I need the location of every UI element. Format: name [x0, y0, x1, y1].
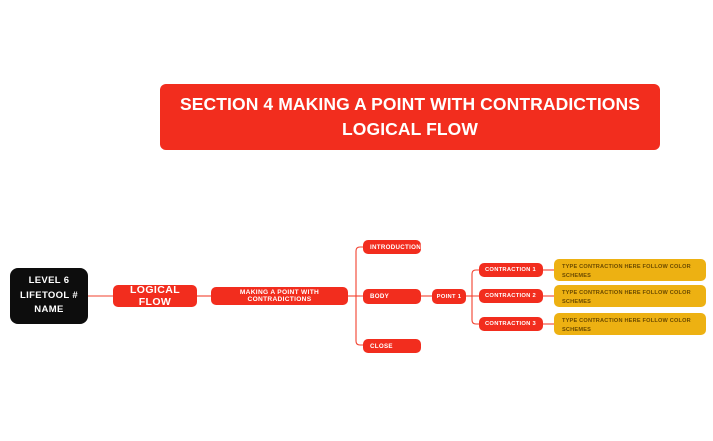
connector-bracket-contractions	[471, 269, 479, 325]
node-contraction-2[interactable]: CONTRACTION 2	[479, 289, 543, 303]
node-contraction-3-detail[interactable]: TYPE CONTRACTION HERE FOLLOW COLOR SCHEM…	[554, 313, 706, 335]
node-making-a-point-with-contradictions[interactable]: MAKING A POINT WITH CONTRADICTIONS	[211, 287, 348, 305]
node-contraction-1-detail[interactable]: TYPE CONTRACTION HERE FOLLOW COLOR SCHEM…	[554, 259, 706, 281]
node-contraction-1[interactable]: CONTRACTION 1	[479, 263, 543, 277]
node-introduction[interactable]: INTRODUCTION	[363, 240, 421, 254]
node-logical-flow[interactable]: LOGICAL FLOW	[113, 284, 197, 308]
node-close[interactable]: CLOSE	[363, 339, 421, 353]
node-contraction-3[interactable]: CONTRACTION 3	[479, 317, 543, 331]
node-root[interactable]: LEVEL 6 LIFETOOL # NAME	[10, 268, 88, 324]
title-banner: SECTION 4 MAKING A POINT WITH CONTRADICT…	[160, 84, 660, 150]
node-point-1[interactable]: POINT 1	[432, 289, 466, 304]
connector-bracket-level3	[355, 246, 363, 346]
title-text: SECTION 4 MAKING A POINT WITH CONTRADICT…	[179, 93, 641, 139]
node-body[interactable]: BODY	[363, 289, 421, 304]
node-contraction-2-detail[interactable]: TYPE CONTRACTION HERE FOLLOW COLOR SCHEM…	[554, 285, 706, 307]
